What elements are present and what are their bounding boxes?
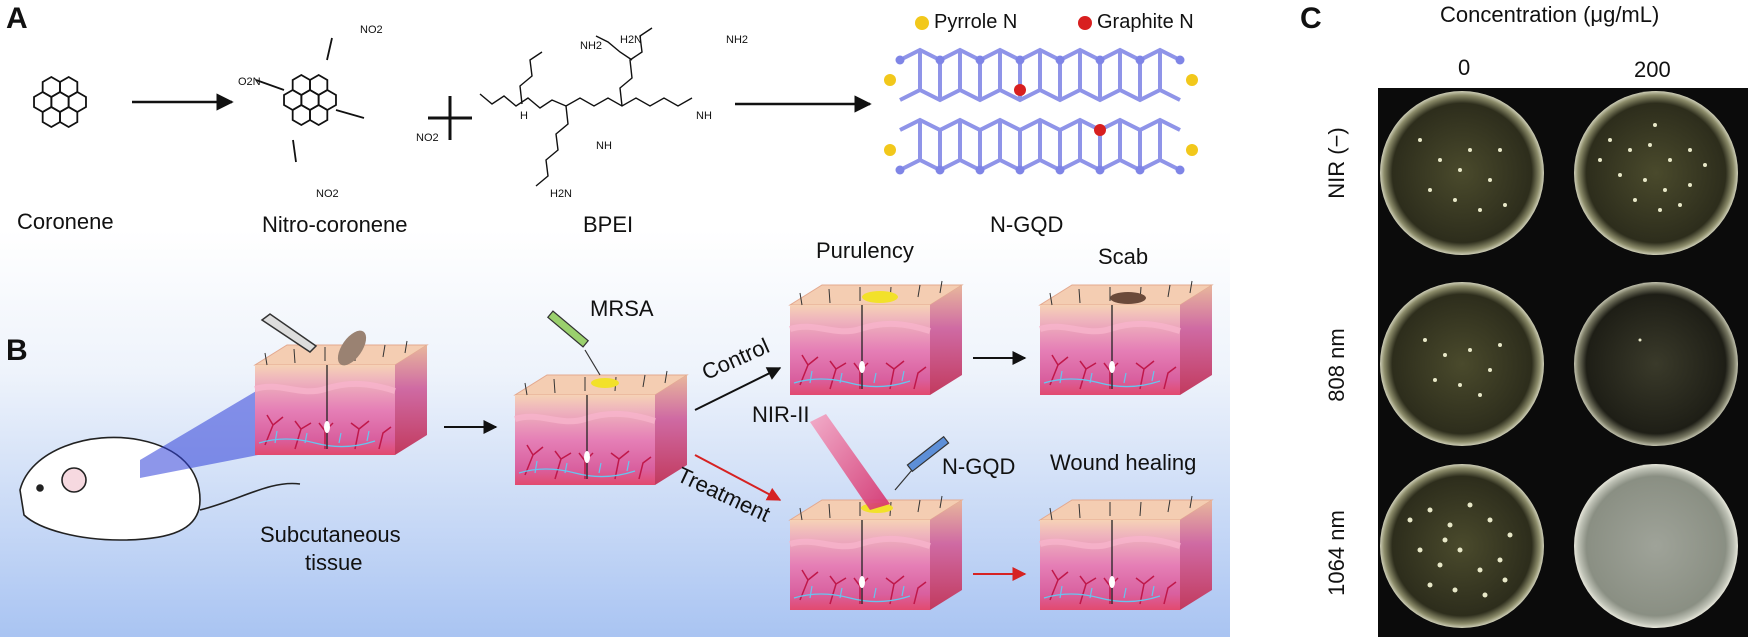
dish-1064-200: [1574, 464, 1738, 628]
ngqd-lattice: [899, 47, 1181, 173]
purulency-label: Purulency: [816, 238, 914, 263]
column-label-200: 200: [1634, 57, 1671, 82]
bpei-amine-1: NH2: [580, 40, 603, 52]
skin-block-healed: [1040, 496, 1212, 610]
nitro-group-top: NO2: [360, 24, 383, 36]
row-label-808: 808 nm: [1324, 328, 1349, 402]
petri-dishes: [1380, 91, 1738, 628]
scalpel-icon: [260, 313, 318, 353]
skin-block-infection: [515, 371, 687, 485]
syringe-mrsa-icon: [546, 310, 601, 376]
panel-b-label: B: [6, 334, 28, 367]
nir-ii-label: NIR-II: [752, 402, 810, 427]
bacterial-colonies: [1407, 123, 1707, 598]
bpei-nh-1: NH: [596, 140, 612, 152]
legend-graphite-label: Graphite N: [1097, 11, 1194, 33]
tissue-label: tissue: [305, 550, 363, 575]
panel-a-label: A: [6, 2, 28, 35]
subcutaneous-label: Subcutaneous: [260, 522, 401, 547]
nitro-group-bottom: NO2: [316, 188, 339, 200]
scab-spot: [1110, 292, 1146, 304]
concentration-title: Concentration (μg/mL): [1440, 2, 1660, 27]
zoom-cone: [140, 390, 258, 478]
legend-graphite-dot: [1078, 16, 1092, 30]
incision-pad: [337, 330, 367, 366]
wound-healing-label: Wound healing: [1050, 450, 1197, 475]
row-label-1064: 1064 nm: [1324, 510, 1349, 596]
bpei-h: H: [520, 110, 528, 122]
dish-nir-200: [1574, 91, 1738, 255]
ngqd-label: N-GQD: [990, 212, 1064, 237]
graphite-n-atoms: [1014, 84, 1106, 136]
dish-nir-0: [1380, 91, 1544, 255]
bpei-label: BPEI: [583, 212, 634, 237]
dish-808-0: [1380, 282, 1544, 446]
panel-c-label: C: [1300, 2, 1322, 35]
legend-pyrrole-dot: [915, 16, 929, 30]
nir-laser-beam: [810, 414, 890, 510]
nitro-coronene-label: Nitro-coronene: [262, 212, 408, 237]
column-label-0: 0: [1458, 55, 1471, 80]
nitro-group-left: O2N: [238, 76, 261, 88]
dish-808-200: [1574, 282, 1738, 446]
bpei-amine-3: NH2: [726, 34, 749, 46]
legend-pyrrole-label: Pyrrole N: [934, 11, 1018, 33]
bpei-structure: [479, 27, 693, 187]
syringe-ngqd-icon: [894, 435, 950, 491]
skin-block-treatment: [790, 496, 962, 610]
bpei-nh-2: NH: [696, 110, 712, 122]
coronene-label: Coronene: [17, 209, 114, 234]
coronene-structure: [33, 76, 87, 128]
ngqd-atoms: [895, 55, 1185, 175]
bpei-amine-2: H2N: [620, 34, 643, 46]
pus-spot: [862, 291, 898, 303]
nitro-group-right: NO2: [416, 132, 439, 144]
mrsa-spot: [591, 378, 619, 388]
pyrrole-n-atoms: [884, 74, 1198, 156]
nitro-coronene-structure: [255, 37, 365, 163]
scab-label: Scab: [1098, 244, 1149, 269]
dish-1064-0: [1380, 464, 1544, 628]
mrsa-label: MRSA: [590, 296, 654, 321]
ngqd-injection-label: N-GQD: [942, 454, 1016, 479]
row-label-nir: NIR (−): [1324, 127, 1349, 199]
bpei-amine-4: H2N: [550, 188, 573, 200]
